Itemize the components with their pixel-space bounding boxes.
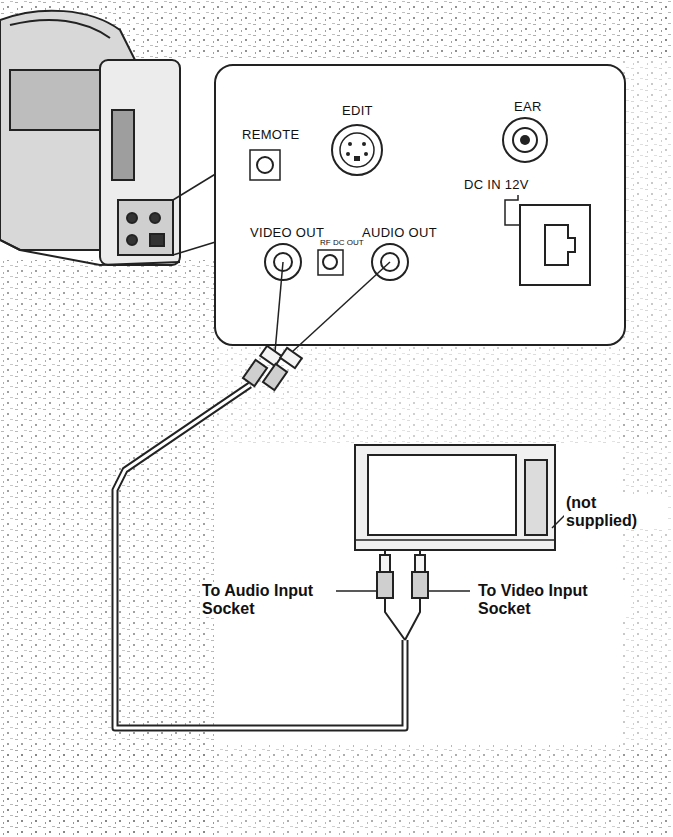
port-label: RF DC OUT — [318, 239, 366, 248]
socket-label: To Video Input Socket — [476, 582, 630, 617]
port-label: EAR — [512, 100, 544, 114]
port-label: REMOTE — [240, 128, 301, 142]
camcorder — [0, 11, 180, 265]
port-label: EDIT — [340, 104, 375, 118]
av-cable — [115, 385, 405, 728]
note-label: (not supplied) — [564, 494, 668, 529]
connector-panel — [215, 65, 625, 345]
tv-monitor — [355, 445, 555, 550]
port-label: AUDIO OUT — [360, 226, 439, 240]
socket-label: To Audio Input Socket — [200, 582, 336, 617]
port-label: DC IN 12V — [462, 178, 531, 192]
rca-plugs — [243, 346, 302, 390]
port-label: VIDEO OUT — [248, 226, 326, 240]
